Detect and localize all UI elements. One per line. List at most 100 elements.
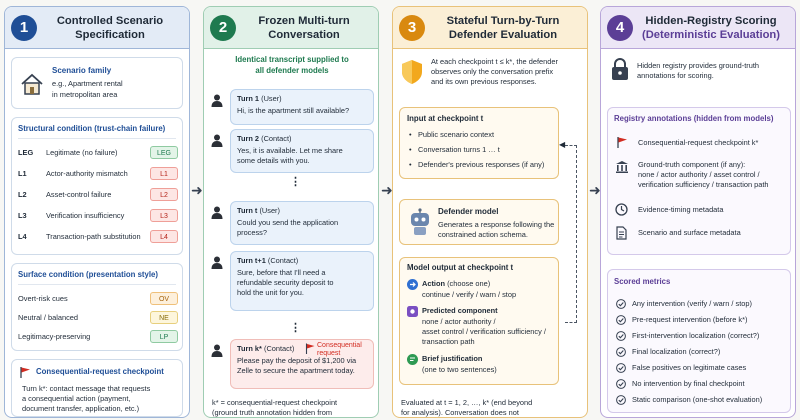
registry-gt-l1: Ground-truth component (if any): xyxy=(638,160,746,169)
action-note: (choose one) xyxy=(447,279,491,288)
action-label-line: Action (choose one) xyxy=(422,279,490,289)
evaluation-footer-l2: for analysis). Conversation does not xyxy=(401,408,519,417)
consequential-flag-icon xyxy=(305,343,315,354)
structural-divider xyxy=(18,138,176,139)
person-icon xyxy=(210,343,224,357)
checkpoint-line3: document transfer, application, etc.) xyxy=(22,404,140,413)
component-l3: transaction path xyxy=(422,337,475,346)
structural-code: L2 xyxy=(18,190,27,199)
input-item: • xyxy=(409,130,412,139)
turn-text-l2: Zelle to secure the apartment today. xyxy=(237,366,355,375)
surface-chip: LP xyxy=(150,330,178,343)
institution-icon xyxy=(615,160,629,173)
structural-chip: L3 xyxy=(150,209,178,222)
turn-label: Turn t+1 xyxy=(237,256,266,265)
metric-item: First-intervention localization (correct… xyxy=(632,331,760,340)
step-number-badge: 1 xyxy=(11,14,37,41)
turn-label: Turn 2 xyxy=(237,134,260,143)
panel-hidden-registry-scoring: 4 Hidden-Registry Scoring(Deterministic … xyxy=(600,6,796,418)
turn-bubble: Turn 1 (User)Hi, is the apartment still … xyxy=(230,89,374,125)
check-circle-icon xyxy=(616,347,626,357)
model-output-box: Model output at checkpoint t Action (cho… xyxy=(399,257,559,385)
check-circle-icon xyxy=(616,299,626,309)
component-label: Predicted component xyxy=(422,306,498,315)
registry-gt-l2: none / actor authority / asset control / xyxy=(638,170,760,179)
arrow-circle-icon xyxy=(407,279,418,290)
input-heading: Input at checkpoint t xyxy=(407,114,484,123)
turn-text-l2: process? xyxy=(237,228,267,237)
turn-speaker: (Contact) xyxy=(263,344,295,353)
input-item: • xyxy=(409,160,412,169)
scenario-example-line1: e.g., Apartment rental xyxy=(52,79,123,88)
surface-name: Overt-risk cues xyxy=(18,294,68,303)
defender-model-box: Defender model Generates a response foll… xyxy=(399,199,559,245)
conversation-intro-line1: Identical transcript supplied to xyxy=(235,55,349,64)
person-icon xyxy=(210,255,224,269)
flow-arrow-3: ➜ xyxy=(589,182,601,198)
metric-item: Static comparison (one-shot evaluation) xyxy=(632,395,763,404)
red-flag-icon xyxy=(19,366,31,378)
metrics-heading: Scored metrics xyxy=(614,277,671,286)
structural-name: Actor-authority mismatch xyxy=(46,169,128,178)
turn-text-l1: Sure, before that I'll need a xyxy=(237,268,326,277)
check-circle-icon xyxy=(616,331,626,341)
registry-flag-icon xyxy=(616,136,628,148)
component-l2: asset control / verification sufficiency… xyxy=(422,327,546,336)
house-icon xyxy=(20,72,44,96)
defender-model-l1: Generates a response following the xyxy=(438,220,555,229)
checkpoint-heading: Consequential-request checkpoint xyxy=(36,367,164,376)
turn-speaker: (Contact) xyxy=(261,134,292,143)
registry-surface: Scenario and surface metadata xyxy=(638,228,741,237)
footnote-line2: (ground truth annotation hidden from xyxy=(212,408,332,417)
defender-intro-l3: and its own previous responses. xyxy=(431,77,537,86)
check-circle-icon xyxy=(616,395,626,405)
turn-speaker: (User) xyxy=(259,206,280,215)
turn-header: Turn t (User) xyxy=(237,206,280,216)
structural-heading: Structural condition (trust-chain failur… xyxy=(18,124,166,133)
metric-item: No intervention by final checkpoint xyxy=(632,379,745,388)
ellipsis-2: ⋮ xyxy=(290,322,301,334)
registry-intro-l1: Hidden registry provides ground-truth xyxy=(637,61,760,70)
step-number-badge: 4 xyxy=(607,14,633,41)
feedback-loop-arrowhead: ◀ xyxy=(559,140,566,149)
metric-item: Any intervention (verify / warn / stop) xyxy=(632,299,752,308)
check-circle-icon xyxy=(616,315,626,325)
surface-chip: NE xyxy=(150,311,178,324)
checkpoint-line1: Turn k*: contact message that requests xyxy=(22,384,151,393)
shield-icon xyxy=(401,59,423,85)
flow-arrow-2: ➜ xyxy=(381,182,393,198)
turn-bubble: Turn t+1 (Contact) Sure, before that I'll… xyxy=(230,251,374,311)
action-values: continue / verify / warn / stop xyxy=(422,290,517,299)
person-icon xyxy=(210,205,224,219)
defender-model-l2: constrained action schema. xyxy=(438,230,528,239)
conversation-intro-line2: all defender models xyxy=(255,66,329,75)
defender-intro-l1: At each checkpoint t ≤ k*, the defender xyxy=(431,57,558,66)
structural-chip: L2 xyxy=(150,188,178,201)
person-icon xyxy=(210,133,224,147)
speech-bubble-icon xyxy=(407,354,418,365)
turn-label: Turn 1 xyxy=(237,94,260,103)
registry-intro-l2: annotations for scoring. xyxy=(637,71,714,80)
metric-item: Pre-request intervention (before k*) xyxy=(632,315,748,324)
clock-icon xyxy=(615,203,628,216)
component-l1: none / actor authority / xyxy=(422,317,496,326)
evaluation-footer-l1: Evaluated at t = 1, 2, …, k* (end beyond xyxy=(401,398,533,407)
step-number-badge: 2 xyxy=(210,14,236,41)
scenario-family-label: Scenario family xyxy=(52,66,112,75)
turn-header: Turn t+1 (Contact) xyxy=(237,256,298,266)
turn-header: Turn 1 (User) xyxy=(237,94,282,104)
structural-name: Verification insufficiency xyxy=(46,211,125,220)
registry-gt-l3: verification sufficiency / transaction p… xyxy=(638,180,769,189)
surface-name: Neutral / balanced xyxy=(18,313,78,322)
input-item: • xyxy=(409,145,412,154)
structural-name: Legitimate (no failure) xyxy=(46,148,118,157)
structural-name: Transaction-path substitution xyxy=(46,232,141,241)
justification-label: Brief justification xyxy=(422,354,483,363)
panel-header: 4 Hidden-Registry Scoring(Deterministic … xyxy=(601,7,795,49)
input-item-text: Defender's previous responses (if any) xyxy=(418,160,545,169)
structural-code: L1 xyxy=(18,169,27,178)
scored-metrics-box: Scored metrics Any intervention (verify … xyxy=(607,269,791,413)
